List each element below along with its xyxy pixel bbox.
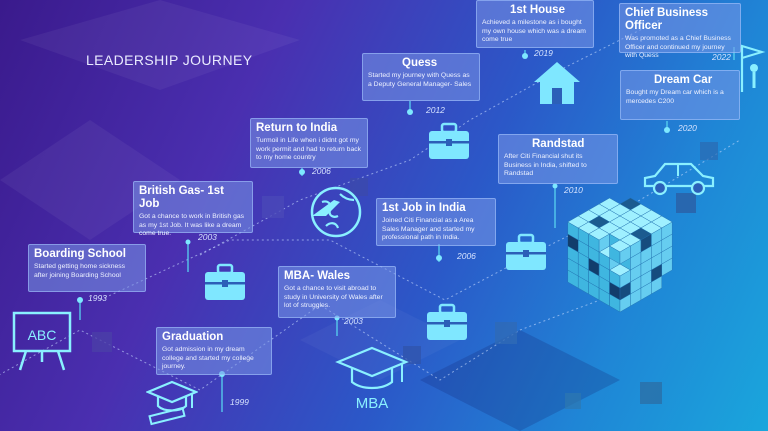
milestone-year: 2020 <box>678 123 697 133</box>
milestone-return-to-india: Return to India Turmoil in Life when i d… <box>250 118 368 168</box>
milestone-text: Achieved a milestone as i bought my own … <box>482 19 586 44</box>
house-icon <box>534 62 580 104</box>
milestone-heading: Graduation <box>162 331 224 343</box>
milestone-text: Joined Citi Financial as a Area Sales Ma… <box>382 217 475 242</box>
milestone-heading: Chief Business Officer <box>625 7 709 32</box>
milestone-year: 2010 <box>564 185 583 195</box>
milestone-heading: Dream Car <box>654 74 713 86</box>
briefcase-icon <box>506 233 546 270</box>
milestone-text: Bought my Dream car which is a mercedes … <box>626 89 724 105</box>
milestone-dream-car: Dream Car Bought my Dream car which is a… <box>620 70 740 120</box>
milestone-british-gas: British Gas- 1st Job Got a chance to wor… <box>133 181 253 237</box>
milestone-heading: Return to India <box>256 122 338 134</box>
milestone-text: Started my journey with Quess as a Deput… <box>368 72 472 88</box>
milestone-text: Turmoil in Life when i didnt got my work… <box>256 137 362 162</box>
milestone-text: Started getting home sickness after join… <box>34 263 126 279</box>
graduation-cap-icon <box>146 380 198 426</box>
milestone-text: After Citi Financial shut its Business i… <box>504 153 587 178</box>
mba-icon-label: MBA <box>356 395 389 412</box>
milestone-text: Got a chance to visit abroad to study in… <box>284 285 383 310</box>
milestone-year: 2006 <box>457 251 476 261</box>
milestone-boarding-school: Boarding School Started getting home sic… <box>28 244 146 292</box>
page-title: LEADERSHIP JOURNEY <box>86 52 253 68</box>
milestone-text: Got a chance to work in British gas as m… <box>139 213 245 238</box>
milestone-first-house: 1st House Achieved a milestone as i boug… <box>476 0 594 48</box>
milestone-text: Got admission in my dream college and st… <box>162 346 254 371</box>
milestone-heading: MBA- Wales <box>284 270 351 282</box>
milestone-heading: British Gas- 1st Job <box>139 185 224 210</box>
abc-board-icon: ABC <box>12 311 72 371</box>
mba-cap-icon: MBA <box>335 346 409 412</box>
milestone-year: 1999 <box>230 397 249 407</box>
milestone-chief-business-officer: Chief Business Officer Was promoted as a… <box>619 3 741 59</box>
milestone-year: 2006 <box>312 166 331 176</box>
flag-person-icon <box>740 44 766 92</box>
milestone-randstad: Randstad After Citi Financial shut its B… <box>498 134 618 184</box>
briefcase-icon <box>427 303 467 340</box>
milestone-quess: Quess Started my journey with Quess as a… <box>362 53 480 101</box>
car-icon <box>643 162 715 196</box>
abc-icon-text: ABC <box>28 327 57 343</box>
milestone-heading: Boarding School <box>34 248 126 260</box>
milestone-heading: Quess <box>402 57 438 69</box>
globe-plane-icon <box>310 186 362 238</box>
milestone-year: 2012 <box>426 105 445 115</box>
milestone-text: Was promoted as a Chief Business Officer… <box>625 35 731 60</box>
milestone-heading: 1st House <box>510 4 565 16</box>
milestone-graduation: Graduation Got admission in my dream col… <box>156 327 272 375</box>
milestone-year: 1993 <box>88 293 107 303</box>
milestone-year: 2003 <box>344 316 363 326</box>
milestone-heading: Randstad <box>532 138 585 150</box>
milestone-heading: 1st Job in India <box>382 202 466 214</box>
milestone-first-job-india: 1st Job in India Joined Citi Financial a… <box>376 198 496 246</box>
briefcase-icon <box>205 263 245 300</box>
milestone-year: 2019 <box>534 48 553 58</box>
milestone-mba-wales: MBA- Wales Got a chance to visit abroad … <box>278 266 396 318</box>
milestone-year: 2022 <box>712 52 731 62</box>
briefcase-icon <box>429 122 469 159</box>
milestone-year: 2003 <box>198 232 217 242</box>
